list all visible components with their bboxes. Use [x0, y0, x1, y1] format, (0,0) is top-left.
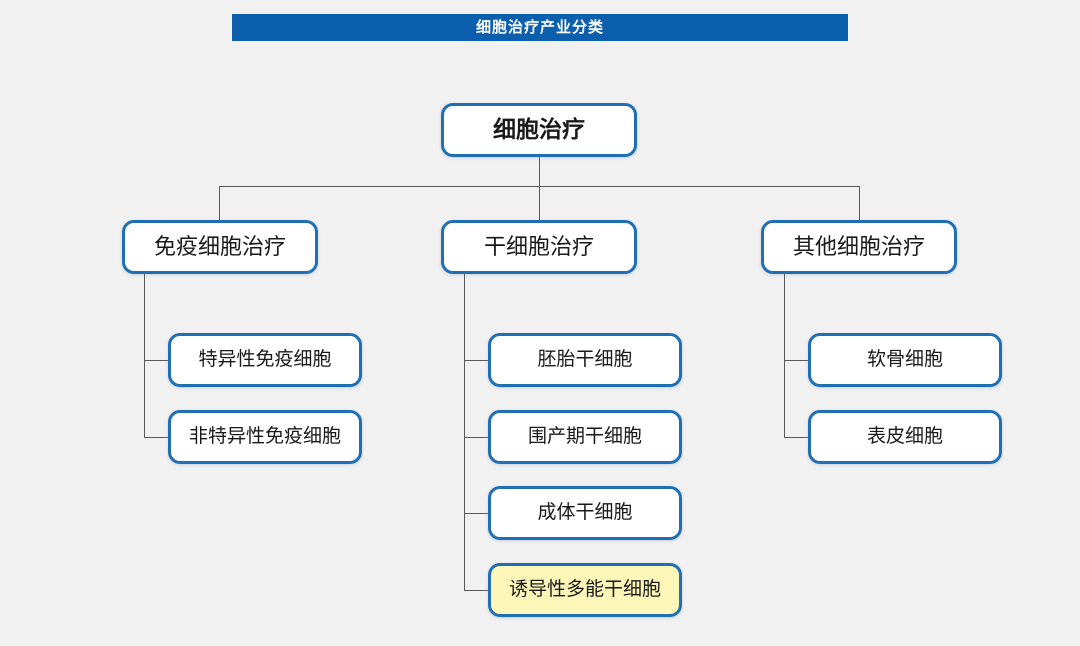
node-leaf-b2-c4-label: 诱导性多能干细胞: [508, 578, 661, 600]
node-leaf-specific-immune-cell[interactable]: 特异性免疫细胞: [168, 333, 362, 387]
connector-stub-b3-c1: [784, 360, 808, 361]
connector-drop-branch-2: [539, 186, 540, 220]
connector-trunk-branch-2: [464, 272, 465, 590]
node-branch-immune-cell-therapy[interactable]: 免疫细胞治疗: [122, 220, 318, 274]
node-leaf-epidermal-cell[interactable]: 表皮细胞: [808, 410, 1002, 464]
connector-trunk-branch-3: [784, 272, 785, 437]
page-title: 细胞治疗产业分类: [475, 19, 604, 36]
node-leaf-b3-c2-label: 表皮细胞: [866, 425, 943, 447]
connector-drop-branch-1: [219, 186, 220, 220]
node-leaf-b2-c2-label: 围产期干细胞: [527, 425, 642, 447]
connector-stub-b1-c1: [144, 360, 168, 361]
connector-stub-b2-c2: [464, 437, 488, 438]
title-banner: 细胞治疗产业分类: [232, 14, 848, 41]
node-leaf-b2-c1-label: 胚胎干细胞: [537, 348, 633, 370]
node-branch-stem-cell-therapy[interactable]: 干细胞治疗: [441, 220, 637, 274]
node-leaf-b2-c3-label: 成体干细胞: [537, 501, 633, 523]
node-branch-2-label: 干细胞治疗: [483, 233, 594, 259]
node-leaf-b1-c2-label: 非特异性免疫细胞: [188, 425, 341, 447]
node-root-label: 细胞治疗: [493, 116, 585, 143]
connector-trunk-branch-1: [144, 272, 145, 437]
node-leaf-embryonic-stem-cell[interactable]: 胚胎干细胞: [488, 333, 682, 387]
connector-drop-branch-3: [859, 186, 860, 220]
connector-stub-b2-c4: [464, 590, 488, 591]
connector-root-stem: [539, 157, 540, 186]
node-leaf-nonspecific-immune-cell[interactable]: 非特异性免疫细胞: [168, 410, 362, 464]
node-leaf-adult-stem-cell[interactable]: 成体干细胞: [488, 486, 682, 540]
node-leaf-perinatal-stem-cell[interactable]: 围产期干细胞: [488, 410, 682, 464]
node-leaf-b3-c1-label: 软骨细胞: [866, 348, 943, 370]
connector-stub-b1-c2: [144, 437, 168, 438]
connector-stub-b2-c1: [464, 360, 488, 361]
node-root[interactable]: 细胞治疗: [441, 103, 637, 157]
node-leaf-b1-c1-label: 特异性免疫细胞: [198, 348, 332, 370]
node-branch-other-cell-therapy[interactable]: 其他细胞治疗: [761, 220, 957, 274]
connector-stub-b3-c2: [784, 437, 808, 438]
node-leaf-chondrocyte[interactable]: 软骨细胞: [808, 333, 1002, 387]
node-branch-3-label: 其他细胞治疗: [792, 233, 925, 259]
node-branch-1-label: 免疫细胞治疗: [153, 233, 286, 259]
node-leaf-induced-pluripotent-stem-cell[interactable]: 诱导性多能干细胞: [488, 563, 682, 617]
connector-stub-b2-c3: [464, 513, 488, 514]
